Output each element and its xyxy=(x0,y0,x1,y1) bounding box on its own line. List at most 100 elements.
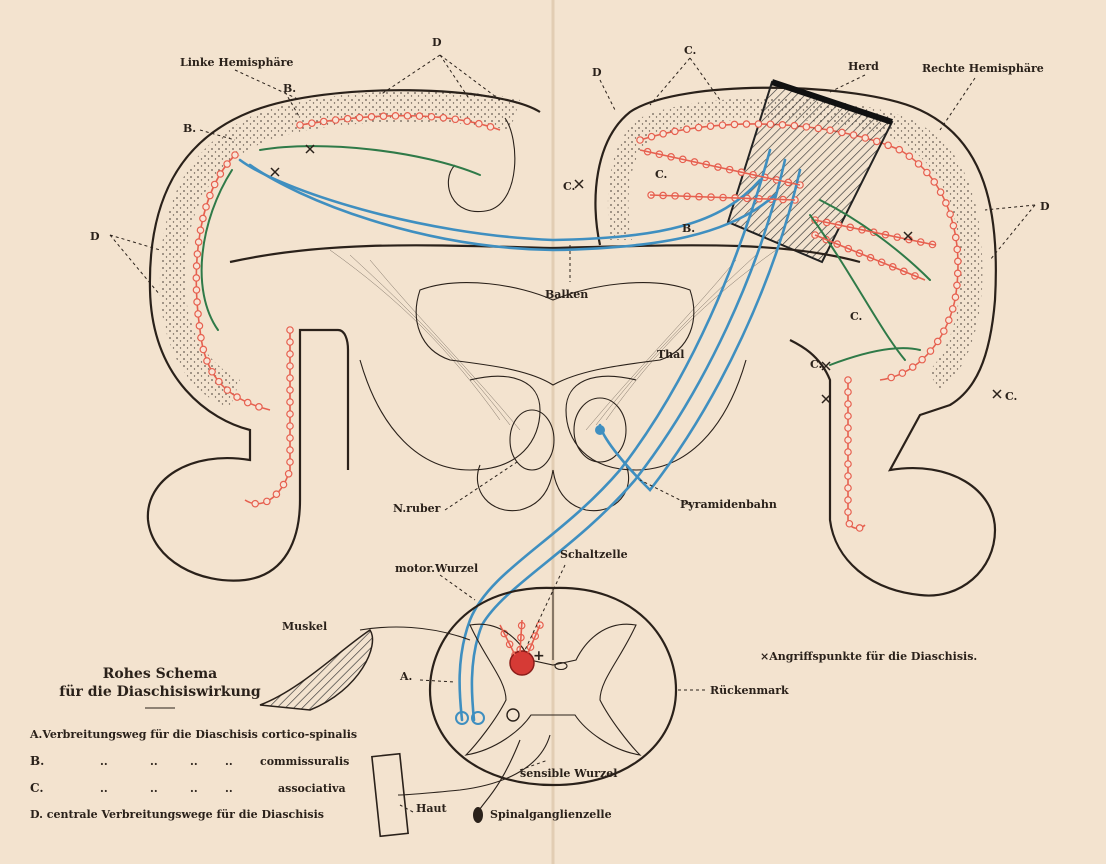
label-rueckenmark: Rückenmark xyxy=(710,684,789,697)
label-spinalganglienzelle: Spinalganglienzelle xyxy=(490,808,612,821)
cortical-cell xyxy=(845,437,851,443)
cortical-cell xyxy=(862,135,868,141)
legend-b-key: B. xyxy=(30,754,44,768)
cortical-cell xyxy=(815,125,821,131)
cortical-cell xyxy=(941,328,947,334)
cortical-cell xyxy=(731,121,737,127)
cortical-cell xyxy=(207,192,213,198)
legend-d: D. centrale Verbreitungswege für die Dia… xyxy=(30,808,324,821)
cortical-cell xyxy=(856,525,862,531)
label-c-right-x2: C. xyxy=(1005,390,1017,403)
legend-b-ditto-2: .. xyxy=(150,755,158,768)
cortical-cell xyxy=(287,387,293,393)
cortical-cell xyxy=(950,306,956,312)
cortical-cell xyxy=(280,481,286,487)
cortical-cell xyxy=(743,121,749,127)
cortical-cell xyxy=(380,113,386,119)
cortical-cell xyxy=(684,126,690,132)
legend-c-ditto-2: .. xyxy=(150,782,158,795)
label-d-top-right: D xyxy=(592,66,602,79)
cortical-cell xyxy=(943,200,949,206)
label-haut: Haut xyxy=(416,802,448,815)
label-balken: Balken xyxy=(545,288,588,301)
cortical-cell xyxy=(779,122,785,128)
legend-c-text: associativa xyxy=(278,782,346,795)
cortical-cell xyxy=(935,338,941,344)
cortical-cell xyxy=(910,364,916,370)
cortical-cell xyxy=(695,124,701,130)
cortical-cell xyxy=(927,348,933,354)
cortical-cell xyxy=(368,114,374,120)
label-c-x: C. xyxy=(563,180,575,193)
cortical-cell xyxy=(755,121,761,127)
cortical-cell xyxy=(193,263,199,269)
cortical-cell xyxy=(954,282,960,288)
cortical-cell xyxy=(660,131,666,137)
cortical-cell xyxy=(846,521,852,527)
cortical-cell xyxy=(839,129,845,135)
cortical-cell xyxy=(850,132,856,138)
label-c-inner: C. xyxy=(655,168,667,181)
cortical-cell xyxy=(344,116,350,122)
cortical-cell xyxy=(845,449,851,455)
label-a: A. xyxy=(399,670,412,683)
cortical-cell xyxy=(648,133,654,139)
cortical-cell xyxy=(287,459,293,465)
cortical-cell xyxy=(931,179,937,185)
cortical-cell xyxy=(287,327,293,333)
cortical-cell xyxy=(264,498,270,504)
cortical-cell xyxy=(947,211,953,217)
label-c-top: C. xyxy=(684,44,696,57)
cortical-cell xyxy=(416,113,422,119)
cortical-cell xyxy=(955,270,961,276)
schaltzelle-cell xyxy=(510,651,534,675)
legend-b-text: commissuralis xyxy=(260,755,349,768)
label-c-right: C. xyxy=(850,310,862,323)
cortical-cell xyxy=(285,471,291,477)
label-herd: Herd xyxy=(848,60,879,73)
cortical-cell xyxy=(899,370,905,376)
cortical-cell xyxy=(332,117,338,123)
cortical-cell xyxy=(392,113,398,119)
cortical-cell xyxy=(309,120,315,126)
cortical-cell xyxy=(297,122,303,128)
cortical-cell xyxy=(234,394,240,400)
cortical-cell xyxy=(464,118,470,124)
cortical-cell xyxy=(321,118,327,124)
cortical-cell xyxy=(845,497,851,503)
cortical-cell xyxy=(719,122,725,128)
cortical-cell xyxy=(440,115,446,121)
cortical-cell xyxy=(885,142,891,148)
cortical-cell xyxy=(273,491,279,497)
label-schaltzelle: Schaltzelle xyxy=(560,548,628,561)
cortical-cell xyxy=(767,121,773,127)
label-pyramidenbahn: Pyramidenbahn xyxy=(680,498,777,511)
cortical-cell xyxy=(845,425,851,431)
cortical-cell xyxy=(193,287,199,293)
cortical-cell xyxy=(919,356,925,362)
label-muskel: Muskel xyxy=(282,620,327,633)
cortical-cell xyxy=(287,363,293,369)
cortical-cell xyxy=(791,122,797,128)
legend-b-ditto-4: .. xyxy=(225,755,233,768)
cortical-cell xyxy=(203,204,209,210)
cortical-cell xyxy=(896,146,902,152)
cortical-cell xyxy=(216,378,222,384)
legend-c-key: C. xyxy=(30,781,44,795)
cortical-cell xyxy=(287,447,293,453)
label-b-inner: B. xyxy=(682,222,695,235)
cortical-cell xyxy=(287,435,293,441)
label-d-right: D xyxy=(1040,200,1050,213)
cortical-cell xyxy=(937,189,943,195)
cortical-cell xyxy=(287,351,293,357)
cortical-cell xyxy=(845,485,851,491)
label-c-right-x: C. xyxy=(810,358,822,371)
cortical-cell xyxy=(845,473,851,479)
label-angriffspunkte: ×Angriffspunkte für die Diaschisis. xyxy=(760,650,977,663)
cortical-cell xyxy=(287,411,293,417)
legend-a: A.Verbreitungsweg für die Diaschisis cor… xyxy=(29,728,357,741)
cortical-cell xyxy=(404,113,410,119)
cortical-cell xyxy=(874,138,880,144)
